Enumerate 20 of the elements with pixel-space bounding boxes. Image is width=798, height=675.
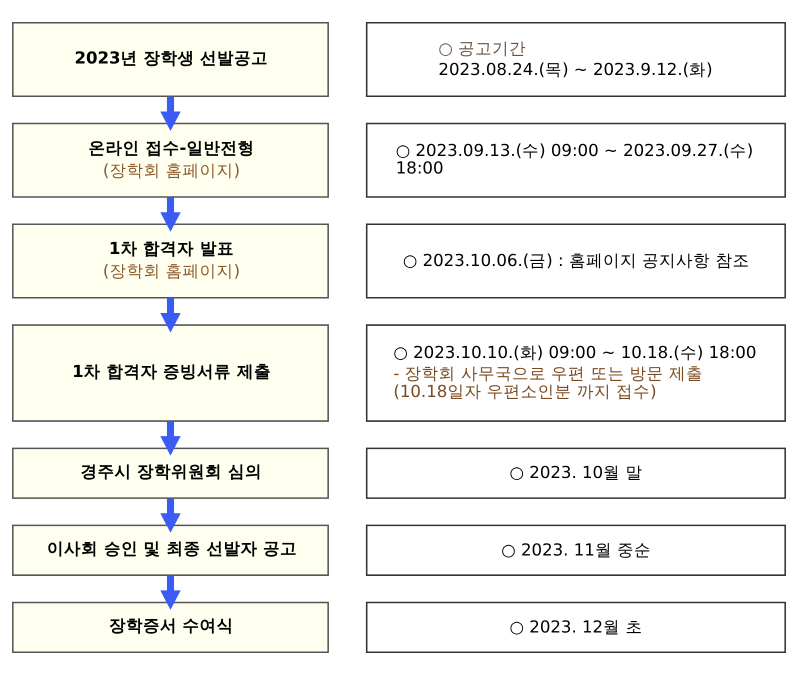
node-box: ○ 2023. 11월 중순 xyxy=(366,524,786,576)
node-box: ○ 2023. 10월 말 xyxy=(366,448,786,499)
node-box: 1차 합격자 증빙서류 제출 xyxy=(12,324,329,422)
node-box: 경주시 장학위원회 심의 xyxy=(12,448,329,499)
arrow xyxy=(160,576,181,610)
node-box: ○ 2023.10.06.(금) : 홈페이지 공지사항 참조 xyxy=(366,224,786,299)
node-box: 2023년 장학생 선발공고 xyxy=(12,22,329,98)
node-box: ○ 2023.09.13.(수) 09:00 ~ 2023.09.27.(수) 18:00 xyxy=(366,122,786,198)
arrow xyxy=(160,198,181,232)
arrow xyxy=(160,498,181,533)
arrow xyxy=(160,96,181,131)
node-box: ○ 2023.10.10.(화) 09:00 ~ 10.18.(수) 18:00 - 장학회 사무국으로 우편 또는 방문 제출 (10.18일자 우편소인분 까지 접수) xyxy=(366,324,786,422)
node-box: 온라인 접수-일반전형 (장학회 홈페이지) xyxy=(12,122,329,198)
arrow xyxy=(160,421,181,456)
node-box: 장학증서 수여식 xyxy=(12,602,329,654)
node-box: ○ 공고기간 2023.08.24.(목) ~ 2023.9.12.(화) xyxy=(366,22,786,98)
node-box: 이사회 승인 및 최종 선발자 공고 xyxy=(12,524,329,576)
arrow xyxy=(160,298,181,333)
node-box: ○ 2023. 12월 초 xyxy=(366,602,786,654)
node-box: 1차 합격자 발표 (장학회 홈페이지) xyxy=(12,224,329,299)
